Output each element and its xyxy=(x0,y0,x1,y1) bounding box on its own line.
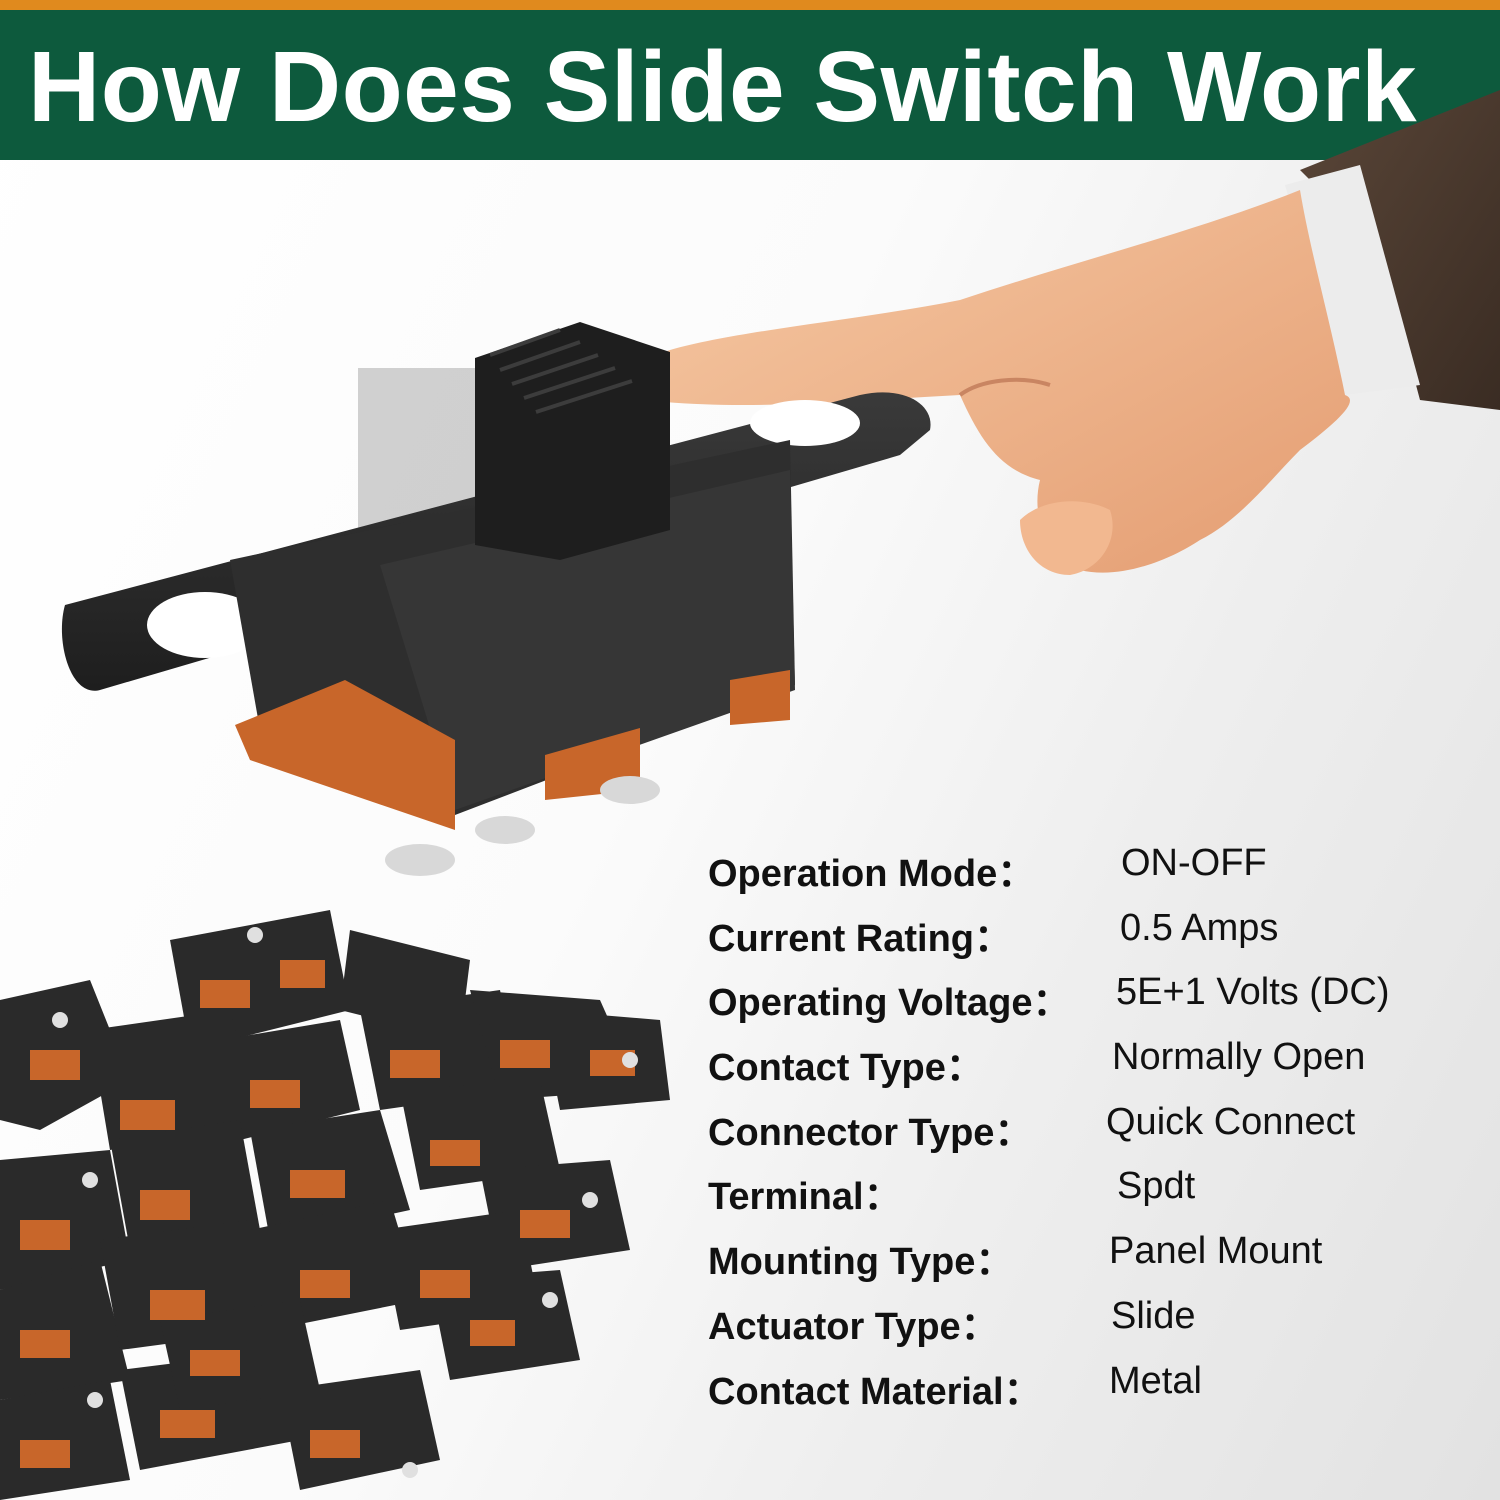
spec-label: Operation Mode： xyxy=(708,853,1036,895)
spec-label: Actuator Type： xyxy=(708,1305,999,1348)
spec-row-operation-mode: Operation Mode： ON-OFF xyxy=(708,838,1468,903)
spec-value: 5E+1 Volts (DC) xyxy=(1116,971,1390,1014)
spec-value: 0.5 Amps xyxy=(1120,906,1279,949)
spec-row-operating-voltage: Operating Voltage： 5E+1 Volts (DC) xyxy=(708,967,1468,1032)
spec-label: Connector Type： xyxy=(708,1111,1033,1154)
pointing-hand-icon xyxy=(646,90,1500,575)
title-banner: How Does Slide Switch Work xyxy=(0,10,1500,160)
spec-row-contact-material: Contact Material： Metal xyxy=(708,1356,1468,1421)
spec-row-connector-type: Connector Type： Quick Connect xyxy=(708,1097,1468,1162)
spec-value: Metal xyxy=(1109,1359,1202,1402)
slide-switch-icon xyxy=(61,322,931,876)
spec-row-current-rating: Current Rating： 0.5 Amps xyxy=(708,903,1468,968)
spec-label: Terminal： xyxy=(708,1176,902,1219)
spec-value: Slide xyxy=(1111,1294,1196,1337)
spec-label: Contact Material： xyxy=(708,1370,1042,1413)
accent-strip xyxy=(0,0,1500,10)
spec-list: Operation Mode： ON-OFF Current Rating： 0… xyxy=(708,838,1468,1420)
spec-row-actuator-type: Actuator Type： Slide xyxy=(708,1291,1468,1356)
spec-row-mounting-type: Mounting Type： Panel Mount xyxy=(708,1226,1468,1291)
spec-label: Current Rating： xyxy=(708,917,1013,960)
spec-label: Operating Voltage： xyxy=(708,982,1071,1025)
spec-label: Mounting Type： xyxy=(708,1241,1014,1284)
spec-row-contact-type: Contact Type： Normally Open xyxy=(708,1032,1468,1097)
switch-pile-icon xyxy=(0,910,670,1500)
spec-value: Normally Open xyxy=(1112,1036,1366,1079)
page-title: How Does Slide Switch Work xyxy=(28,31,1418,143)
spec-value: Spdt xyxy=(1117,1165,1196,1208)
spec-value: ON-OFF xyxy=(1121,842,1267,884)
spec-value: Panel Mount xyxy=(1109,1230,1323,1273)
spec-label: Contact Type： xyxy=(708,1047,984,1090)
spec-row-terminal: Terminal： Spdt xyxy=(708,1161,1468,1226)
spec-value: Quick Connect xyxy=(1106,1100,1356,1143)
